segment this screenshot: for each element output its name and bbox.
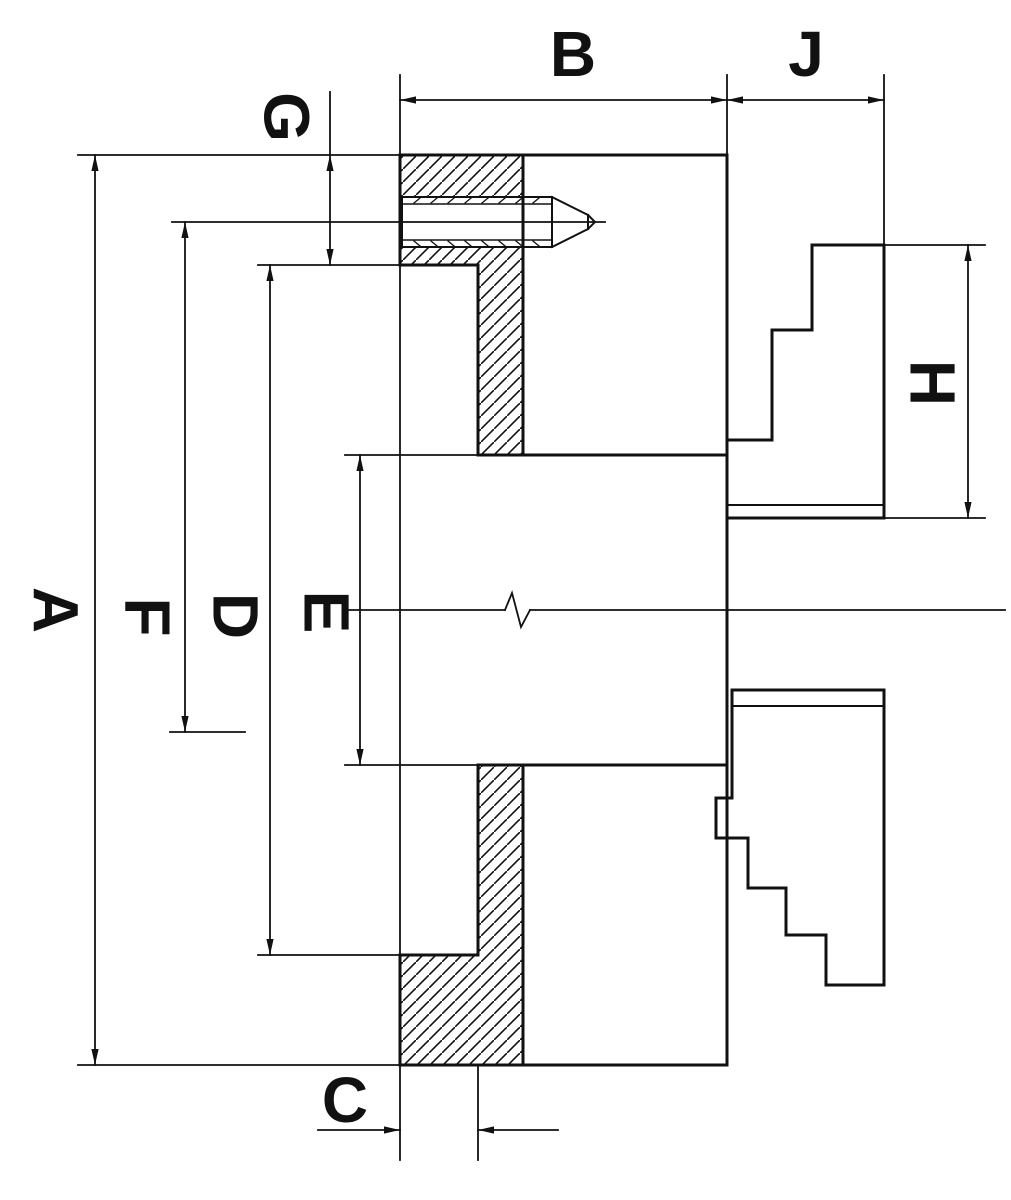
dim-label-E: E — [291, 591, 363, 634]
bottom-jaw-outline — [714, 688, 886, 987]
bottom-jaw — [714, 688, 886, 987]
dimension-lines — [91, 91, 972, 1134]
dim-label-J: J — [788, 18, 824, 90]
hatch-bottom-plate — [400, 765, 523, 1065]
dim-label-F: F — [112, 597, 184, 636]
section-hatching — [400, 155, 523, 1065]
top-jaw — [725, 243, 886, 520]
break-symbol — [503, 590, 532, 630]
dim-label-C: C — [322, 1064, 368, 1136]
hatch-top-rim — [400, 155, 523, 197]
dim-label-G: G — [251, 92, 323, 142]
dim-label-D: D — [200, 593, 272, 639]
dimension-labels: A B J G F D E H C — [20, 18, 969, 1136]
dim-label-H: H — [897, 360, 969, 406]
dim-label-A: A — [20, 587, 92, 633]
mounting-screw — [401, 195, 597, 249]
hatch-top-plate — [400, 247, 523, 455]
screw-thread-hashes — [413, 197, 540, 247]
screw-point — [550, 195, 597, 249]
centerline — [344, 590, 1006, 630]
body-outline — [398, 153, 729, 1067]
top-jaw-outline — [725, 243, 886, 520]
dim-label-B: B — [550, 18, 596, 90]
